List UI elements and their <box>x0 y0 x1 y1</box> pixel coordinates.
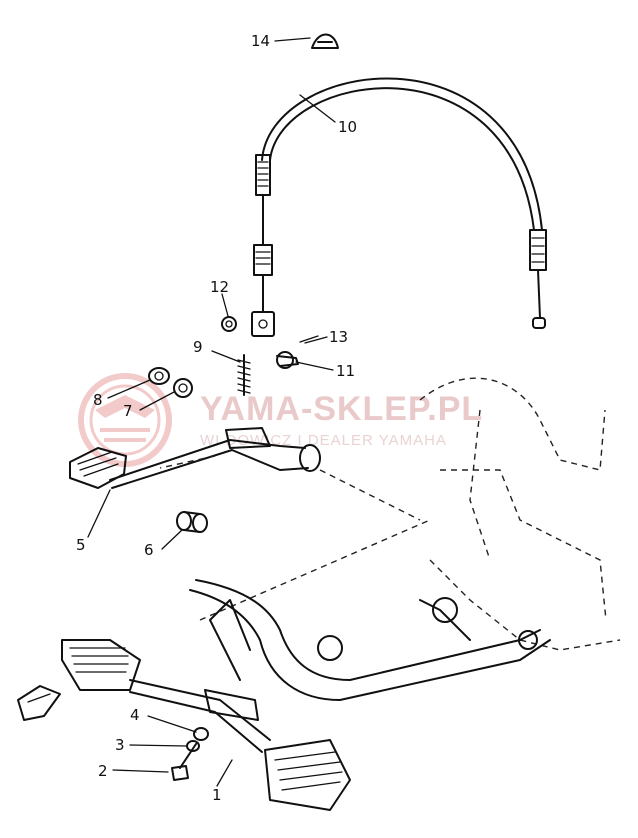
callout-6: 6 <box>144 541 154 559</box>
callout-1: 1 <box>212 786 222 804</box>
callout-3: 3 <box>115 736 125 754</box>
callout-4: 4 <box>130 706 140 724</box>
frame-tubes <box>189 579 551 701</box>
bracket <box>17 685 61 721</box>
callout-9: 9 <box>193 338 203 356</box>
bolt-2 <box>171 743 197 781</box>
return-spring <box>237 354 251 396</box>
footrest-bar <box>61 639 351 811</box>
leader-lines <box>87 37 336 787</box>
frame-outline <box>199 377 621 651</box>
callout-14: 14 <box>251 32 270 50</box>
callout-7: 7 <box>123 402 133 420</box>
nut-4 <box>193 727 209 741</box>
washer-3 <box>186 740 200 752</box>
callout-12: 12 <box>210 278 229 296</box>
watermark-title: YAMA-SKLEP.PL <box>200 390 483 428</box>
bushing-6 <box>176 511 208 533</box>
cable-clamp <box>311 33 339 49</box>
cotter-pin-13 <box>299 335 319 343</box>
callout-13: 13 <box>329 328 348 346</box>
callout-11: 11 <box>336 362 355 380</box>
brake-pedal <box>69 427 321 489</box>
washer-7 <box>173 378 193 398</box>
callout-5: 5 <box>76 536 86 554</box>
nut-8 <box>148 367 170 385</box>
cable-joint <box>251 311 275 337</box>
callout-10: 10 <box>338 118 357 136</box>
nut-12 <box>221 316 237 332</box>
brake-cable <box>253 77 547 329</box>
pin-11 <box>276 351 299 369</box>
callout-8: 8 <box>93 391 103 409</box>
callout-2: 2 <box>98 762 108 780</box>
